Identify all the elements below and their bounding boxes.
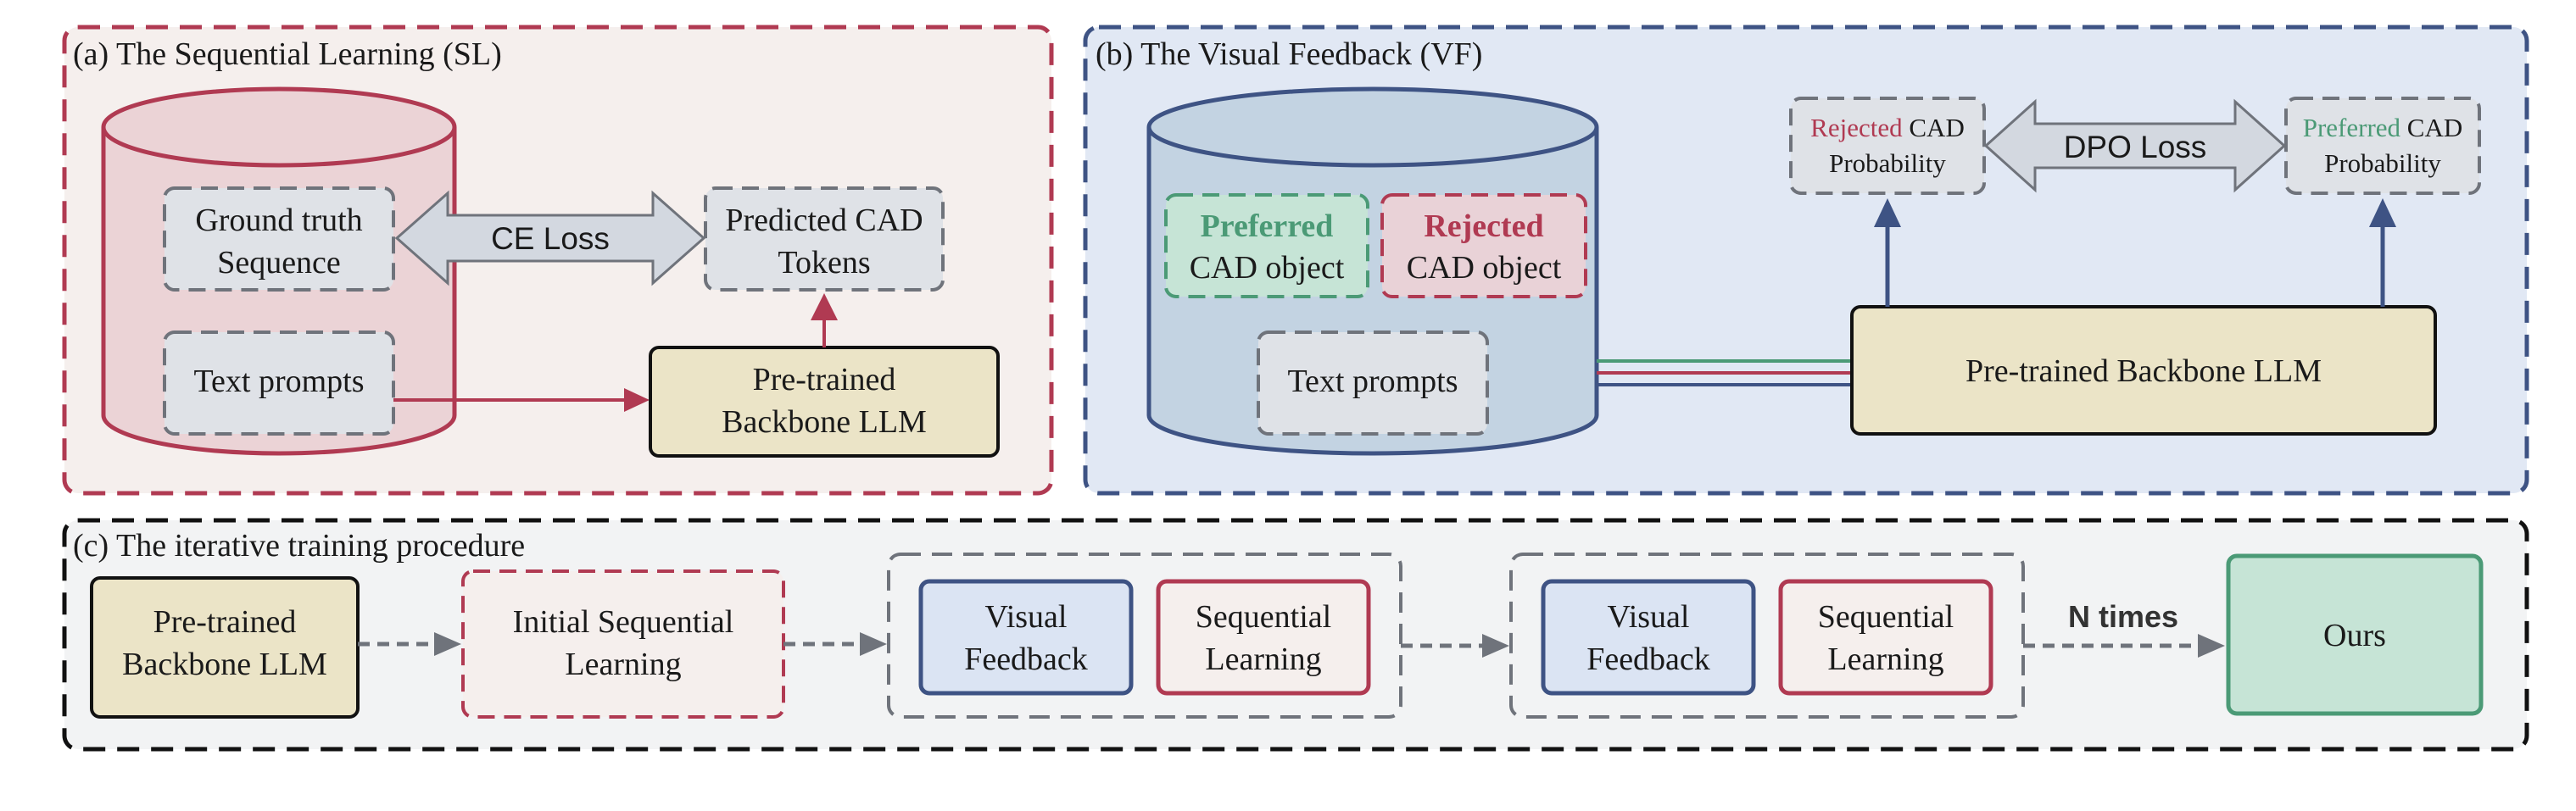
- svg-text:Predicted CAD: Predicted CAD: [725, 203, 923, 238]
- visual-feedback-box-1: [918, 579, 1134, 696]
- panel-visual-feedback: (b) The Visual Feedback (VF) Preferred C…: [1083, 25, 2529, 496]
- svg-text:Probability: Probability: [2324, 148, 2441, 178]
- svg-text:Learning: Learning: [1205, 642, 1321, 677]
- svg-text:Rejected: Rejected: [1424, 208, 1543, 244]
- preferred-cad-object-box: Preferred CAD object: [1164, 193, 1369, 298]
- preferred-cad-probability-box: Preferred CAD Probability: [2284, 97, 2481, 195]
- svg-text:CE Loss: CE Loss: [491, 221, 610, 256]
- initial-sequential-learning-box: Initial Sequential Learning: [461, 569, 785, 719]
- backbone-llm-box-sl: Pre-trained Backbone LLM: [649, 346, 1000, 458]
- iteration-group-2: Visual Feedback Sequential Learning: [1509, 553, 2025, 719]
- svg-text:CAD object: CAD object: [1190, 250, 1345, 286]
- svg-text:Feedback: Feedback: [1586, 642, 1710, 677]
- panel-a-title: (a) The Sequential Learning (SL): [73, 36, 502, 72]
- svg-text:Ground truth: Ground truth: [195, 203, 362, 238]
- arrowhead: [434, 632, 461, 656]
- visual-feedback-box-2: [1541, 579, 1756, 696]
- panel-iterative-training: (c) The iterative training procedure Pre…: [62, 518, 2529, 752]
- svg-text:Visual: Visual: [1608, 599, 1690, 635]
- svg-text:Feedback: Feedback: [964, 642, 1088, 677]
- svg-text:Pre-trained: Pre-trained: [153, 604, 297, 640]
- dpo-loss-arrow: DPO Loss: [1983, 98, 2287, 193]
- backbone-llm-box-iter: Pre-trained Backbone LLM: [90, 576, 360, 719]
- arrowhead: [2198, 634, 2225, 658]
- svg-text:Sequential: Sequential: [1196, 599, 1331, 635]
- svg-text:Tokens: Tokens: [778, 245, 870, 281]
- ground-truth-box: Ground truth Sequence: [163, 186, 395, 292]
- svg-text:Preferred CAD: Preferred CAD: [2303, 113, 2463, 142]
- svg-text:Backbone LLM: Backbone LLM: [722, 404, 927, 440]
- svg-text:DPO Loss: DPO Loss: [2064, 130, 2207, 164]
- svg-text:Learning: Learning: [565, 647, 681, 682]
- svg-text:Sequence: Sequence: [217, 245, 341, 281]
- arrowhead: [1874, 198, 1901, 227]
- svg-text:Sequential: Sequential: [1818, 599, 1954, 635]
- svg-text:Visual: Visual: [985, 599, 1068, 635]
- predicted-cad-tokens-box: Predicted CAD Tokens: [704, 186, 945, 292]
- panel-c-title: (c) The iterative training procedure: [73, 528, 525, 564]
- connector-lines-to-llm: [1597, 359, 1852, 386]
- rejected-cad-probability-box: Rejected CAD Probability: [1789, 97, 1986, 195]
- arrowhead: [624, 388, 650, 412]
- arrowhead: [2369, 198, 2396, 227]
- panel-b-title: (b) The Visual Feedback (VF): [1096, 36, 1482, 72]
- svg-text:Text prompts: Text prompts: [193, 364, 364, 399]
- svg-text:Pre-trained Backbone LLM: Pre-trained Backbone LLM: [1965, 353, 2322, 389]
- svg-text:Preferred: Preferred: [1201, 208, 1334, 244]
- arrowhead: [811, 293, 838, 320]
- arrowhead: [1482, 634, 1509, 658]
- rejected-cad-object-box: Rejected CAD object: [1380, 193, 1587, 298]
- svg-text:Probability: Probability: [1829, 148, 1946, 178]
- arrowhead: [860, 632, 887, 656]
- iteration-group-1: Visual Feedback Sequential Learning: [887, 553, 1402, 719]
- ce-loss-arrow: CE Loss: [394, 190, 706, 286]
- backbone-llm-box-vf: Pre-trained Backbone LLM: [1850, 305, 2437, 436]
- ours-box: Ours: [2226, 553, 2484, 716]
- svg-text:Text prompts: Text prompts: [1287, 364, 1458, 399]
- text-prompts-box-sl: Text prompts: [163, 331, 395, 436]
- text-prompts-box-vf: Text prompts: [1257, 331, 1489, 436]
- svg-text:Backbone LLM: Backbone LLM: [122, 647, 327, 682]
- svg-text:Pre-trained: Pre-trained: [753, 362, 896, 397]
- svg-text:Learning: Learning: [1827, 642, 1943, 677]
- svg-text:CAD object: CAD object: [1407, 250, 1562, 286]
- sequential-learning-box-1: [1156, 579, 1371, 696]
- n-times-label: N times: [2068, 599, 2178, 634]
- svg-text:Rejected CAD: Rejected CAD: [1810, 113, 1965, 142]
- svg-text:Ours: Ours: [2323, 618, 2386, 653]
- svg-text:Initial Sequential: Initial Sequential: [513, 604, 734, 640]
- sequential-learning-box-2: [1778, 579, 1993, 696]
- panel-sequential-learning: (a) The Sequential Learning (SL) Ground …: [62, 25, 1054, 496]
